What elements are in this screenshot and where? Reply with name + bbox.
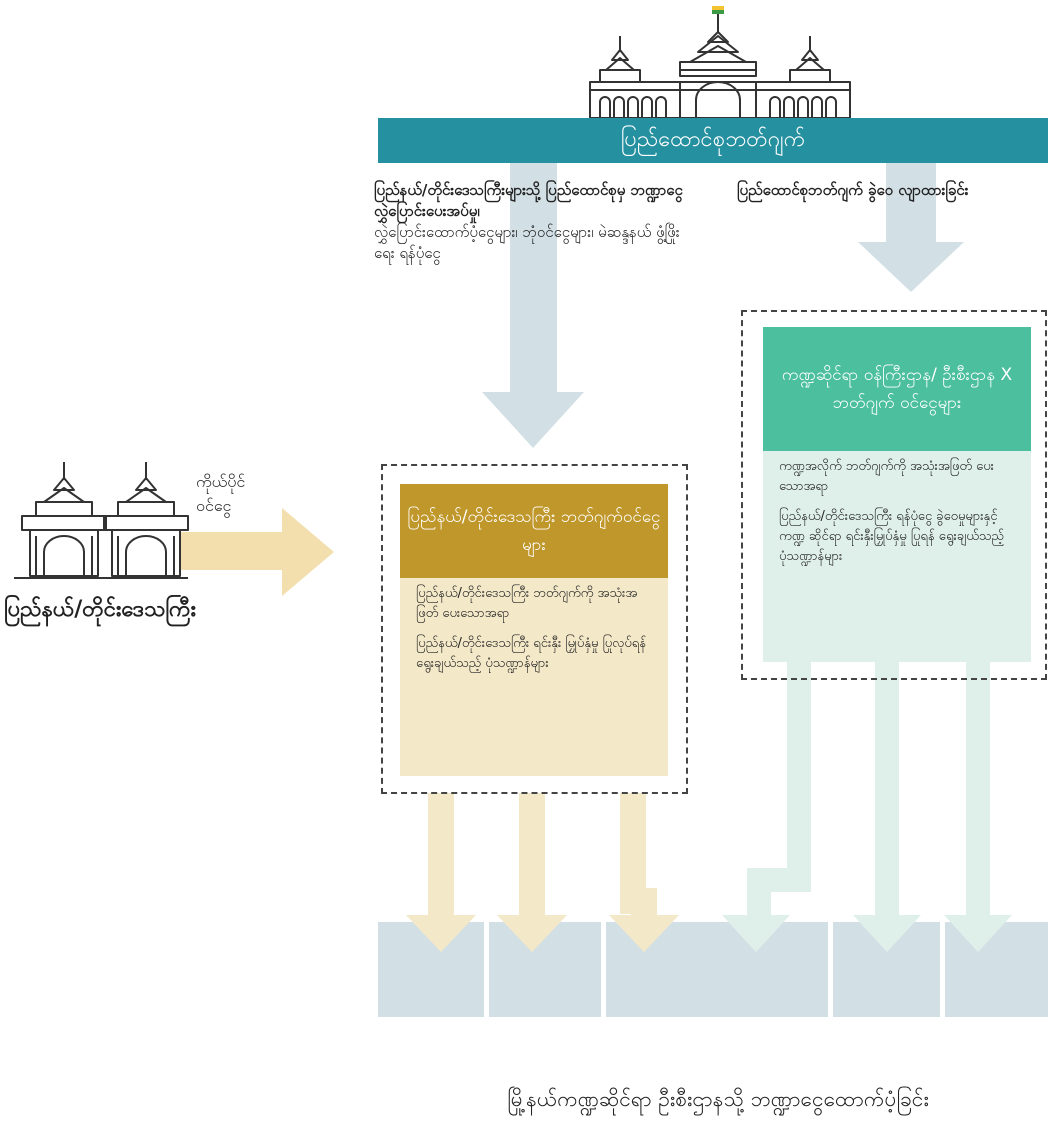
department-block-5	[945, 922, 1048, 1017]
parliament-building-icon	[589, 6, 851, 119]
sector-budget-item: ကဏ္ဍအလိုက် ဘတ်ဂျက်ကို အသုံးအဖြတ် ပေးသောအ…	[779, 459, 994, 494]
sector-budget-header: ကဏ္ဍဆိုင်ရာ ဝန်ကြီးဌာန/ ဦးစီးဌာန X ဘတ်ဂျ…	[763, 327, 1031, 451]
transfer-note: ပြည်နယ်/တိုင်းဒေသကြီးများသို့ ပြည်ထောင်စ…	[374, 180, 684, 264]
state-budget-header: ပြည်နယ်/တိုင်းဒေသကြီး ဘတ်ဂျက်ဝင်ငွေများ	[400, 484, 668, 578]
union-transfer-arrow	[482, 163, 584, 448]
allocation-note: ပြည်ထောင်စုဘတ်ဂျက် ခွဲဝေ လျာထားခြင်း	[737, 180, 1027, 201]
state-budget-item: ပြည်နယ်/တိုင်းဒေသကြီး ဘတ်ဂျက်ကို အသုံးအဖ…	[416, 586, 638, 621]
transfer-note-text: လွှဲပြောင်းထောက်ပံ့ငွေများ၊ ဘုံဝင်ငွေမျာ…	[374, 223, 680, 262]
union-budget-label: ပြည်ထောင်စုဘတ်ဂျက်	[620, 127, 806, 152]
own-revenue-arrow	[180, 508, 334, 596]
transfer-note-heading: ပြည်နယ်/တိုင်းဒေသကြီးများသို့ ပြည်ထောင်စ…	[374, 181, 683, 220]
state-budget-body: ပြည်နယ်/တိုင်းဒေသကြီး ဘတ်ဂျက်ကို အသုံးအဖ…	[400, 578, 668, 776]
union-allocation-arrow	[858, 163, 964, 292]
sector-budget-item: ပြည်နယ်/တိုင်းဒေသကြီး ရန်ပုံငွေ ခွဲဝေမှု…	[779, 509, 1004, 564]
state-region-label: ပြည်နယ်/တိုင်းဒေသကြီး	[4, 597, 197, 622]
sector-down-arrows	[722, 662, 1012, 952]
union-budget-banner: ပြည်ထောင်စုဘတ်ဂျက်	[378, 118, 1048, 163]
state-down-arrows	[406, 793, 679, 952]
sector-budget-body: ကဏ္ဍအလိုက် ဘတ်ဂျက်ကို အသုံးအဖြတ် ပေးသောအ…	[763, 451, 1031, 662]
state-arrow-3	[609, 793, 679, 952]
allocation-note-heading: ပြည်ထောင်စုဘတ်ဂျက် ခွဲဝေ လျာထားခြင်း	[737, 181, 969, 199]
sector-budget-title: ကဏ္ဍဆိုင်ရာ ဝန်ကြီးဌာန/ ဦးစီးဌာန X ဘတ်ဂျ…	[781, 365, 1013, 413]
state-building-icon	[14, 462, 189, 579]
bottom-caption: မြို့နယ်ကဏ္ဍဆိုင်ရာ ဦးစီးဌာနသို့ ဘဏ္ဍာငွ…	[507, 1087, 929, 1111]
sector-arrow-3	[944, 662, 1012, 952]
state-budget-item: ပြည်နယ်/တိုင်းဒေသကြီး ရင်းနှီး မြှုပ်နှံ…	[416, 636, 646, 671]
state-arrow-1	[406, 793, 476, 952]
state-budget-frame	[381, 464, 688, 794]
sector-arrow-2	[853, 662, 921, 952]
sector-arrow-1b	[722, 662, 811, 952]
state-arrow-2	[497, 793, 567, 952]
state-budget-title: ပြည်နယ်/တိုင်းဒေသကြီး ဘတ်ဂျက်ဝင်ငွေများ	[407, 507, 661, 555]
own-revenue-label: ကိုယ်ပိုင် ဝင်ငွေ	[196, 472, 246, 515]
department-blocks	[378, 922, 1048, 1017]
sector-budget-frame	[741, 310, 1047, 680]
